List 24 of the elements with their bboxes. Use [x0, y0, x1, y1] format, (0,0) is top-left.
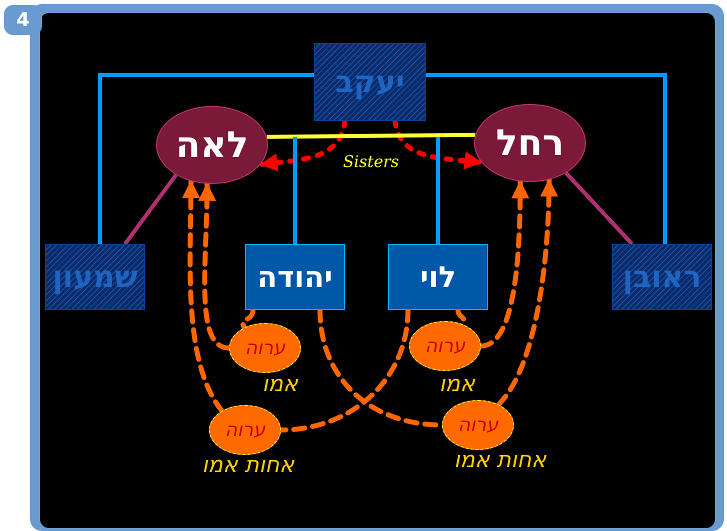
connector-line: [564, 172, 634, 246]
connector-line: [123, 174, 178, 246]
name-box: ראובן: [612, 244, 712, 310]
name-box: יהודה: [245, 244, 345, 310]
arrow: [182, 178, 224, 414]
annotation-text: אחות אמו: [454, 447, 546, 475]
name-box: יעקב: [314, 43, 426, 121]
connector-line: [278, 308, 410, 432]
arrow: [496, 177, 558, 408]
arrow: [258, 118, 348, 172]
arrow: [392, 118, 484, 170]
annotation-text: אמו: [439, 371, 475, 399]
connector-line: [293, 137, 297, 244]
tab-number: 4: [4, 5, 42, 35]
connector-line: [426, 73, 667, 244]
annotation-text: אמו: [262, 371, 298, 399]
connector-line: [98, 73, 314, 244]
annotation-text: אחות אמו: [202, 452, 294, 480]
arrow: [198, 181, 232, 350]
name-box: שמעון: [45, 244, 145, 310]
connector-line: [436, 137, 440, 244]
connector-line: [266, 132, 476, 139]
connector-line: [240, 308, 256, 330]
name-box: לוי: [388, 244, 488, 310]
